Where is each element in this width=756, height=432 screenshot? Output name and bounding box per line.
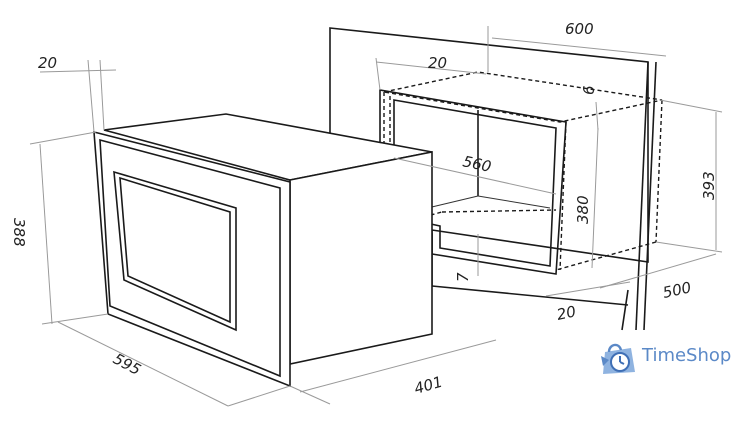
appliance <box>93 113 433 388</box>
brand-name: TimeShop <box>642 345 732 366</box>
ext-line-height-bottom <box>41 313 109 325</box>
appliance-door-window-inner <box>119 176 231 324</box>
appliance-door-window <box>113 170 237 332</box>
ext-line-depth-left <box>289 385 331 405</box>
dim-line-niche-height <box>591 127 599 269</box>
niche-inner-bottom-back <box>441 209 557 213</box>
niche-back-right-edge <box>655 99 663 243</box>
ext-line-width-right <box>227 385 291 407</box>
dim-line-cabinet-width <box>491 37 667 57</box>
dim-line-appliance-height <box>39 143 53 325</box>
label-niche-front-gap: 20 <box>555 302 577 324</box>
niche-back-bottom-edge <box>555 241 657 271</box>
dimension-lines <box>29 26 723 407</box>
dim-line-niche-width <box>393 157 557 195</box>
cabinet-edge-line-outer <box>643 61 657 331</box>
ext-line-height-top <box>29 131 97 145</box>
ext-line-front-left <box>87 59 95 133</box>
niche-floor-back-right <box>477 195 551 209</box>
label-niche-top-gap: 6 <box>580 85 598 95</box>
dim-line-cabinet-depth <box>599 253 717 289</box>
dim-line-niche-front-gap <box>545 281 631 297</box>
label-niche-bottom-gap: 7 <box>454 272 472 282</box>
dim-line-niche-offset <box>375 61 487 75</box>
ext-line-cabinet-height-top <box>659 99 723 113</box>
label-appliance-depth: 401 <box>412 373 444 398</box>
dim-line-appliance-width <box>57 321 229 407</box>
dim-line-front-thickness <box>39 69 117 73</box>
dim-line-appliance-depth <box>299 339 497 393</box>
label-appliance-width: 595 <box>110 350 144 379</box>
label-cabinet-width: 600 <box>565 20 594 38</box>
label-cabinet-height: 393 <box>700 171 718 200</box>
appliance-side-face <box>289 151 433 365</box>
cabinet-leg-line <box>621 289 629 331</box>
dim-line-niche-top-gap <box>595 101 599 131</box>
ext-line-front-right <box>99 59 105 131</box>
label-appliance-front-thickness: 20 <box>38 54 57 72</box>
cabinet-edge-line <box>635 61 649 331</box>
label-niche-height: 380 <box>574 195 592 224</box>
ext-line-cabinet-height-bottom <box>655 241 723 253</box>
label-niche-offset-top: 20 <box>428 54 447 72</box>
label-appliance-height: 388 <box>10 218 28 247</box>
label-cabinet-depth: 500 <box>661 278 693 302</box>
shopping-bag-clock-icon <box>601 343 635 374</box>
label-niche-width: 560 <box>461 152 493 176</box>
appliance-front-inner-frame <box>99 138 281 378</box>
brand-logo[interactable]: TimeShop <box>597 338 747 378</box>
cabinet-floor-line <box>431 285 629 306</box>
ext-line-niche-offset <box>375 57 381 91</box>
